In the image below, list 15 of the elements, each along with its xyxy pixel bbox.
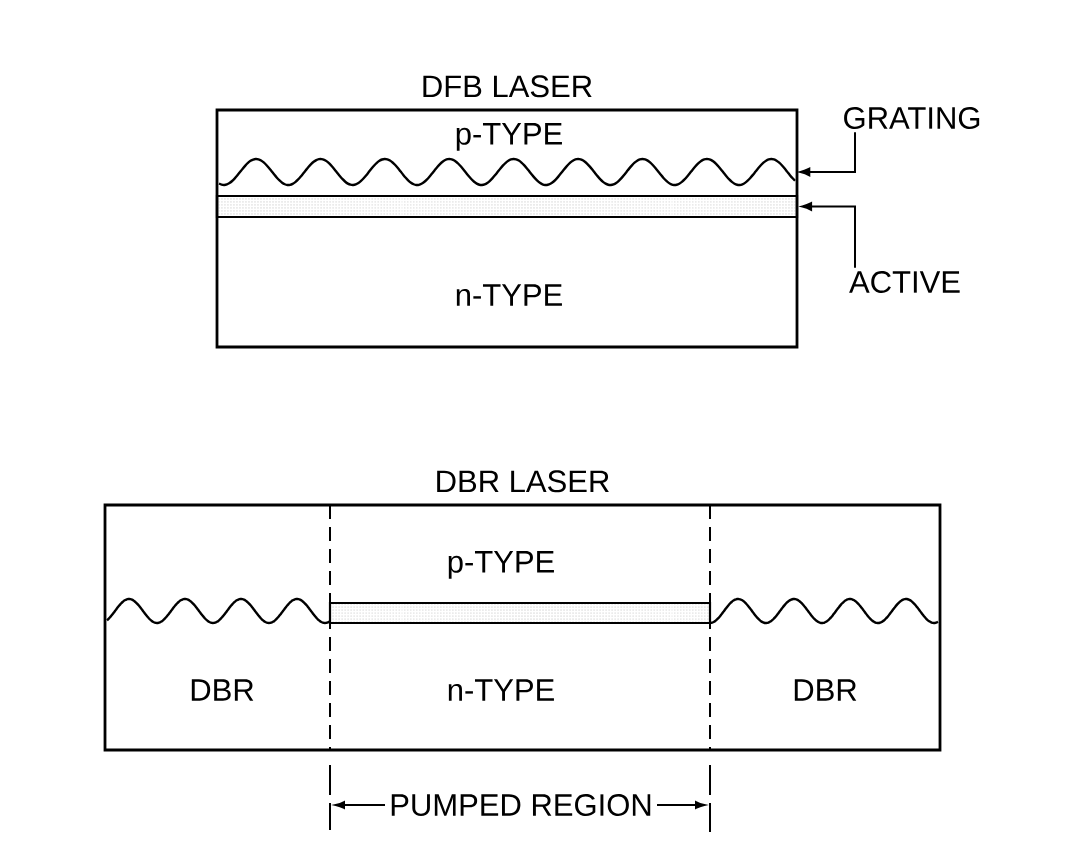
node-label: DBR LASER — [437, 470, 609, 493]
leader-line — [799, 131, 856, 177]
region-label: DBR — [794, 679, 857, 701]
active-layer — [215, 194, 799, 219]
callout-label: ACTIVE — [849, 271, 960, 293]
region-label: DBR — [191, 679, 254, 701]
region-label: p-TYPE — [456, 123, 562, 151]
region-label: p-TYPE — [448, 551, 554, 579]
dimension-label: PUMPED REGION — [391, 794, 651, 816]
callout-label: GRATING — [844, 107, 980, 129]
grating-wave — [218, 157, 796, 187]
region-label: n-TYPE — [448, 679, 554, 701]
node-label: DFB LASER — [423, 75, 592, 98]
region-label: n-TYPE — [456, 284, 562, 306]
active-layer — [328, 601, 712, 625]
